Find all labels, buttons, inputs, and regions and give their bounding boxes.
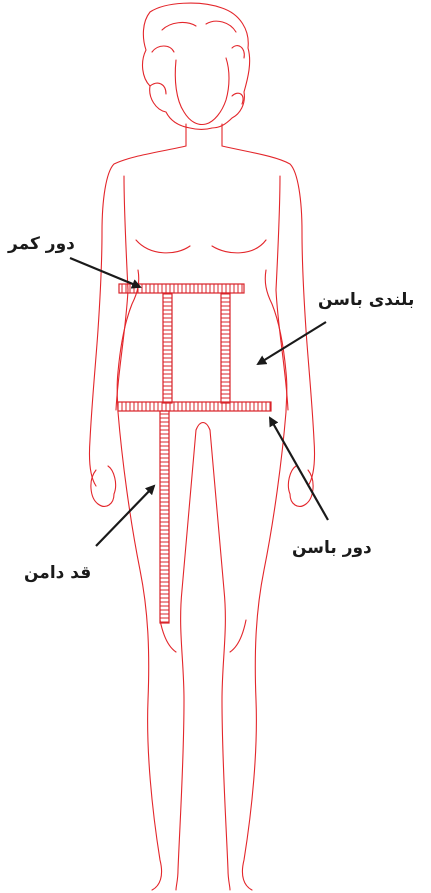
label-waist-circumference: دور کمر bbox=[8, 234, 75, 254]
knee-left bbox=[160, 620, 176, 652]
body-outline bbox=[89, 3, 314, 890]
knee-right bbox=[230, 620, 246, 652]
label-skirt-length: قد دامن bbox=[24, 563, 91, 583]
hip-tape bbox=[118, 402, 271, 411]
hip-height-tape-left bbox=[163, 293, 172, 403]
arrow-waist bbox=[70, 258, 140, 287]
arrow-hip bbox=[270, 418, 328, 520]
face-outline bbox=[175, 58, 229, 125]
arrow-skirt-length bbox=[96, 486, 154, 546]
label-hip-height: بلندی باسن bbox=[318, 290, 414, 310]
leg-right-outer bbox=[242, 412, 286, 890]
leg-left-inner bbox=[176, 430, 196, 890]
crotch-outline bbox=[196, 423, 210, 431]
hair-outline bbox=[143, 3, 250, 129]
skirt-length-tape bbox=[160, 411, 169, 623]
leg-right-inner bbox=[210, 430, 230, 890]
torso-right bbox=[222, 146, 315, 486]
hair-curls bbox=[150, 21, 244, 104]
hip-height-tape-right bbox=[221, 293, 230, 403]
chest-outline bbox=[136, 240, 266, 253]
leg-left-outer bbox=[118, 412, 162, 890]
arrow-hip-height bbox=[258, 322, 326, 364]
hand-left bbox=[91, 466, 116, 506]
label-hip-circumference: دور باسن bbox=[292, 538, 372, 558]
